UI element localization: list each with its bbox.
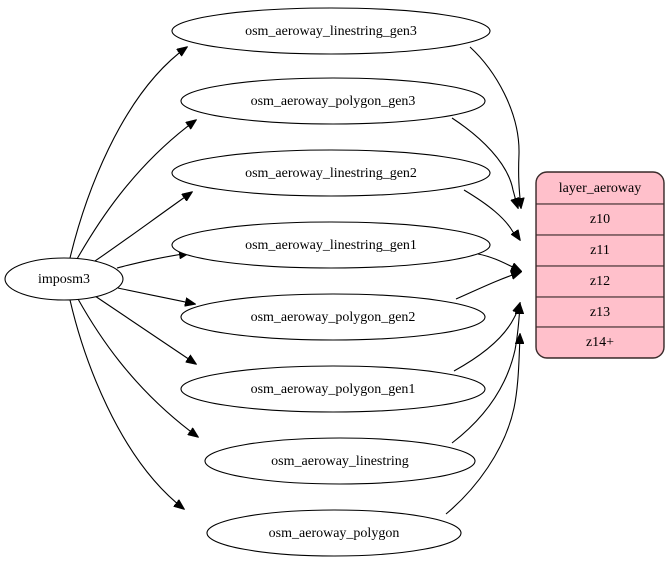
node-osm-aeroway-polygon-gen3[interactable]: osm_aeroway_polygon_gen3 xyxy=(180,77,486,125)
table-row-z14plus-cell[interactable] xyxy=(536,326,664,358)
edge-imposm3-to-linestring-gen3 xyxy=(69,47,187,259)
table-outline xyxy=(535,171,665,359)
node-osm-aeroway-polygon-gen1[interactable]: osm_aeroway_polygon_gen1 xyxy=(180,365,486,413)
edge-polygon-to-z14plus xyxy=(445,334,520,515)
polygon-gen3-ellipse[interactable] xyxy=(180,77,486,125)
linestring-gen2-label: osm_aeroway_linestring_gen2 xyxy=(245,166,417,181)
edge-imposm3-to-linestring-gen2 xyxy=(91,192,192,264)
edge-polygon-gen2-to-z12 xyxy=(455,272,521,300)
imposm3-ellipse[interactable] xyxy=(4,257,124,301)
imposm3-label: imposm3 xyxy=(38,272,90,287)
edge-imposm3-to-polygon-gen2 xyxy=(117,287,195,304)
edge-linestring-to-z13 xyxy=(451,304,520,444)
edge-linestring-gen1-to-z12 xyxy=(477,253,521,271)
polygon-gen1-ellipse[interactable] xyxy=(180,365,486,413)
polygon-gen1-label: osm_aeroway_polygon_gen1 xyxy=(251,382,416,397)
node-osm-aeroway-linestring-gen2[interactable]: osm_aeroway_linestring_gen2 xyxy=(171,149,491,197)
node-osm-aeroway-polygon[interactable]: osm_aeroway_polygon xyxy=(206,509,462,557)
edge-imposm3-to-polygon-gen3 xyxy=(76,120,196,260)
linestring-gen3-ellipse[interactable] xyxy=(171,7,491,55)
edge-imposm3-to-linestring xyxy=(77,298,198,437)
edge-linestring-gen3-to-z10 xyxy=(469,46,521,208)
edge-group-from-imposm3 xyxy=(69,47,198,509)
node-osm-aeroway-polygon-gen2[interactable]: osm_aeroway_polygon_gen2 xyxy=(180,293,486,341)
polygon-ellipse[interactable] xyxy=(206,509,462,557)
polygon-gen2-label: osm_aeroway_polygon_gen2 xyxy=(251,310,416,325)
edge-imposm3-to-polygon xyxy=(69,299,184,509)
table-row-z10-label: z10 xyxy=(590,212,610,227)
polygon-gen3-label: osm_aeroway_polygon_gen3 xyxy=(251,94,416,109)
edge-imposm3-to-polygon-gen1 xyxy=(94,295,196,364)
polygon-gen2-ellipse[interactable] xyxy=(180,293,486,341)
layer-aeroway-table[interactable]: layer_aeroway z10 z11 z12 z13 z14+ xyxy=(535,171,665,359)
linestring-label: osm_aeroway_linestring xyxy=(271,454,409,469)
linestring-gen3-label: osm_aeroway_linestring_gen3 xyxy=(245,24,417,39)
polygon-label: osm_aeroway_polygon xyxy=(269,526,400,541)
table-header-label: layer_aeroway xyxy=(559,181,641,196)
linestring-gen1-label: osm_aeroway_linestring_gen1 xyxy=(245,238,417,253)
table-row-z13-cell[interactable] xyxy=(536,296,664,328)
table-row-z13-label: z13 xyxy=(590,305,610,320)
table-row-z11-cell[interactable] xyxy=(536,234,664,267)
linestring-gen1-ellipse[interactable] xyxy=(171,221,491,269)
edge-imposm3-to-linestring-gen1 xyxy=(116,253,189,269)
linestring-ellipse[interactable] xyxy=(204,437,476,485)
table-row-z14plus-label: z14+ xyxy=(586,335,614,350)
table-row-z12-label: z12 xyxy=(590,274,610,289)
node-imposm3[interactable]: imposm3 xyxy=(4,257,124,301)
linestring-gen2-ellipse[interactable] xyxy=(171,149,491,197)
node-osm-aeroway-linestring[interactable]: osm_aeroway_linestring xyxy=(204,437,476,485)
edge-linestring-gen2-to-z11 xyxy=(463,189,520,240)
node-osm-aeroway-linestring-gen3[interactable]: osm_aeroway_linestring_gen3 xyxy=(171,7,491,55)
node-osm-aeroway-linestring-gen1[interactable]: osm_aeroway_linestring_gen1 xyxy=(171,221,491,269)
edge-group-to-layer xyxy=(445,46,521,515)
edge-polygon-gen3-to-z10 xyxy=(451,117,518,208)
table-row-z11-label: z11 xyxy=(590,243,610,258)
